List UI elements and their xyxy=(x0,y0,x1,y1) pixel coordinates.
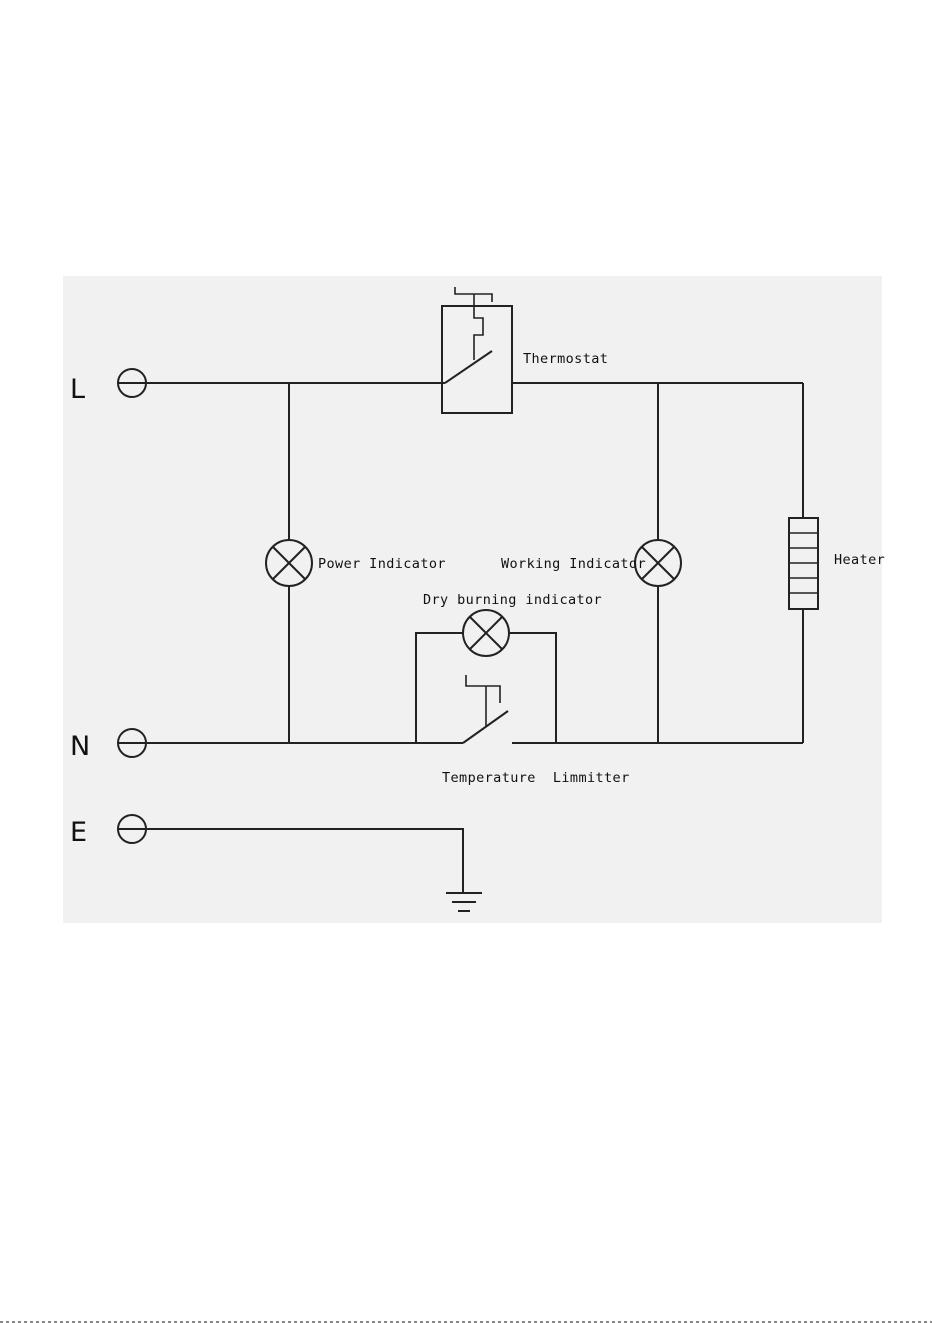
terminal-e: E xyxy=(70,815,146,848)
temperature-limiter-label: Temperature Limmitter xyxy=(442,770,630,786)
dry-burning-indicator-label: Dry burning indicator xyxy=(423,592,602,608)
dry-burning-indicator-branch: Dry burning indicator xyxy=(416,592,602,743)
terminal-e-label: E xyxy=(70,817,87,848)
heater-element xyxy=(789,518,818,609)
thermostat: Thermostat xyxy=(442,287,608,413)
working-indicator-label: Working Indicator xyxy=(501,556,646,572)
terminal-n-label: N xyxy=(70,731,90,762)
terminal-l: L xyxy=(70,369,146,405)
temperature-limiter-actuator xyxy=(466,675,500,703)
terminal-n: N xyxy=(70,729,146,762)
earth-line xyxy=(146,829,482,911)
working-indicator-branch: Working Indicator xyxy=(501,383,681,743)
terminal-l-label: L xyxy=(70,374,85,405)
power-indicator-branch: Power Indicator xyxy=(266,383,446,743)
heater-label: Heater xyxy=(834,552,885,568)
thermostat-label: Thermostat xyxy=(523,351,608,367)
thermostat-switch-blade xyxy=(445,351,492,383)
heater-branch: Heater xyxy=(789,383,885,743)
power-indicator-lamp xyxy=(266,540,312,586)
thermostat-housing xyxy=(442,306,512,413)
temperature-limiter: Temperature Limmitter xyxy=(442,675,630,786)
dry-burning-indicator-lamp xyxy=(463,610,509,656)
power-indicator-label: Power Indicator xyxy=(318,556,446,572)
ground-icon xyxy=(446,893,482,911)
thermostat-actuator-link xyxy=(474,294,483,360)
